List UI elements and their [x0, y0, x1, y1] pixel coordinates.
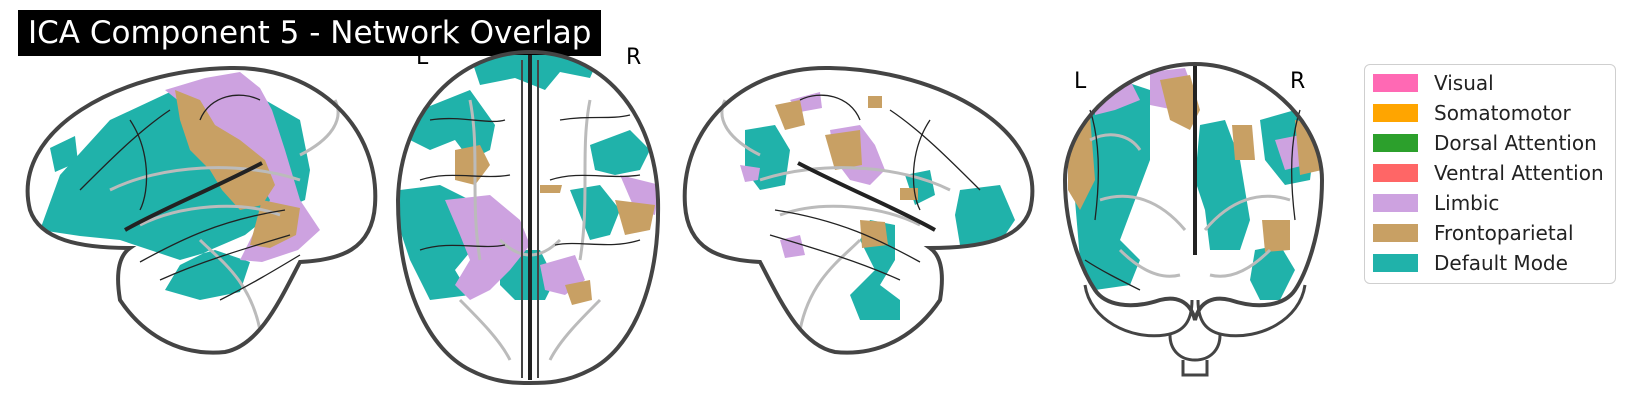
legend-label-somatomotor: Somatomotor: [1434, 101, 1571, 125]
limbic-region: [445, 195, 530, 300]
sulci-lines: [769, 94, 981, 281]
legend-item-limbic: Limbic: [1373, 191, 1499, 215]
legend-label-frontoparietal: Frontoparietal: [1434, 221, 1574, 245]
brain-outline-coronal: [1062, 61, 1325, 321]
legend-item-somatomotor: Somatomotor: [1373, 101, 1571, 125]
coronal-right-label: R: [1290, 69, 1305, 94]
frontoparietal-region: [860, 220, 888, 248]
legend-item-visual: Visual: [1373, 71, 1494, 95]
internal-structures: [1089, 133, 1291, 278]
limbic-region: [780, 235, 805, 258]
legend-item-ventral-attention: Ventral Attention: [1373, 161, 1604, 185]
default-mode-region: [590, 130, 650, 175]
brain-outline-axial: [395, 49, 661, 386]
frontoparietal-region: [825, 130, 862, 170]
sagittal-view-left: [40, 72, 320, 300]
default-mode-region: [50, 136, 78, 172]
legend-label-default-mode: Default Mode: [1434, 251, 1568, 275]
legend-label-dorsal-attention: Dorsal Attention: [1434, 131, 1597, 155]
legend-swatch-visual: [1373, 74, 1418, 92]
frontoparietal-region: [868, 96, 882, 108]
legend-item-default-mode: Default Mode: [1373, 251, 1568, 275]
figure-title: ICA Component 5 - Network Overlap: [18, 10, 602, 56]
default-mode-region: [470, 55, 600, 90]
legend-swatch-default-mode: [1373, 254, 1418, 272]
frontoparietal-region: [540, 185, 562, 193]
lateral-sulcus: [797, 161, 936, 232]
frontoparietal-region: [1232, 125, 1255, 160]
frontoparietal-region: [1262, 220, 1290, 252]
lateral-sulcus: [124, 161, 263, 232]
axial-left-label: L: [416, 45, 429, 70]
coronal-view: [1068, 68, 1322, 300]
frontoparietal-region: [1160, 75, 1200, 130]
cerebellum-coronal: [1083, 284, 1307, 377]
sulci-lines: [79, 94, 301, 301]
sulci-lines: [419, 114, 641, 251]
sagittal-view-right: [740, 92, 1015, 320]
legend-swatch-somatomotor: [1373, 104, 1418, 122]
internal-structures: [109, 99, 340, 331]
legend-label-limbic: Limbic: [1434, 191, 1500, 215]
axial-right-label: R: [626, 45, 641, 70]
frontoparietal-region: [900, 188, 918, 200]
legend-swatch-ventral-attention: [1373, 164, 1418, 182]
sulci-lines: [1084, 109, 1301, 291]
legend: Visual Somatomotor Dorsal Attention Vent…: [1364, 64, 1616, 284]
legend-label-ventral-attention: Ventral Attention: [1434, 161, 1604, 185]
brain-outline-sagittal: [25, 65, 378, 355]
brain-glass-views: L R: [25, 45, 1325, 386]
coronal-left-label: L: [1074, 69, 1087, 94]
legend-swatch-dorsal-attention: [1373, 134, 1418, 152]
default-mode-region: [955, 185, 1015, 250]
legend-item-dorsal-attention: Dorsal Attention: [1373, 131, 1597, 155]
legend-swatch-limbic: [1373, 194, 1418, 212]
default-mode-region: [570, 185, 620, 240]
legend-label-visual: Visual: [1434, 71, 1494, 95]
legend-item-frontoparietal: Frontoparietal: [1373, 221, 1574, 245]
legend-swatch-frontoparietal: [1373, 224, 1418, 242]
default-mode-region: [1250, 245, 1295, 300]
frontoparietal-region: [615, 200, 655, 235]
frontoparietal-region: [565, 280, 592, 305]
frontoparietal-region: [775, 100, 805, 130]
brain-outline-sagittal-right: [682, 65, 1035, 355]
limbic-region: [740, 165, 760, 182]
